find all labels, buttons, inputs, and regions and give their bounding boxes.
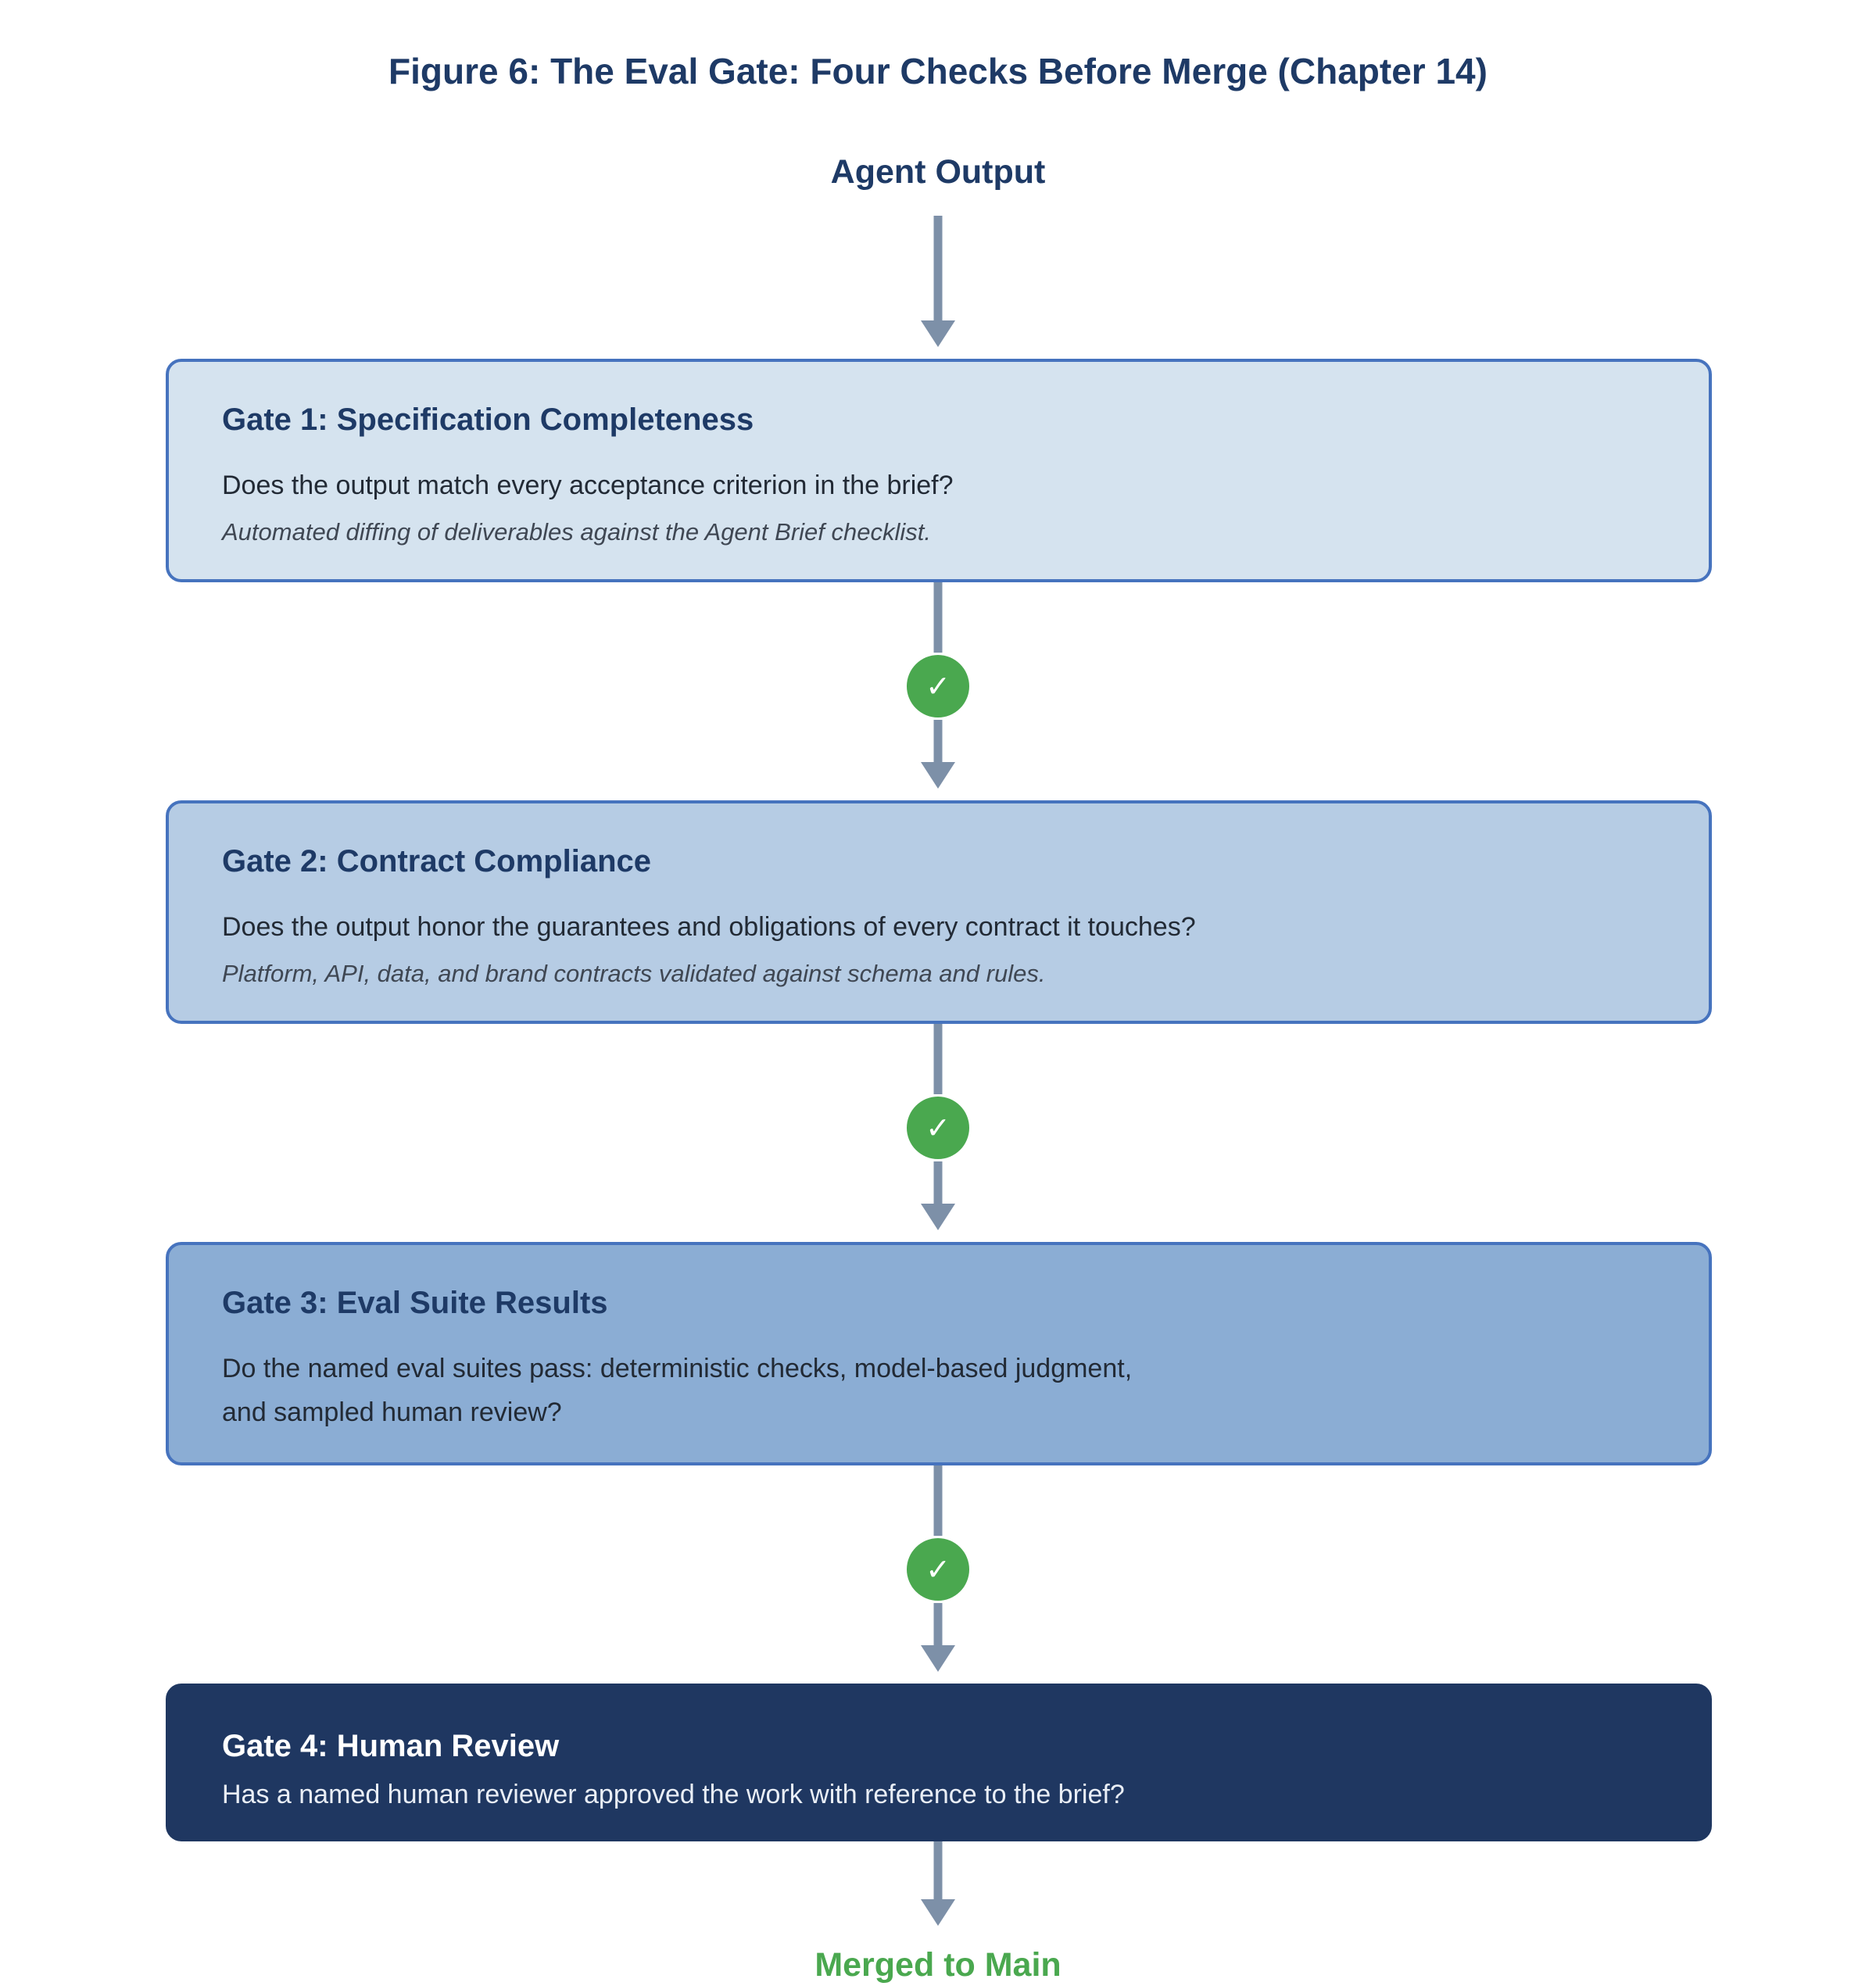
arrow-gate3-to-gate4 [921,1465,955,1672]
gate-title: Gate 3: Eval Suite Results [222,1286,608,1320]
gate-3-eval-suite-results: Gate 3: Eval Suite Results Do the named … [166,1242,1712,1465]
pass-marker-2: ✓ [907,1097,969,1159]
gate-1-specification-completeness: Gate 1: Specification Completeness Does … [166,359,1712,582]
gate-title: Gate 2: Contract Compliance [222,844,652,878]
pass-glyph: ✓ [925,669,951,703]
gate-title: Gate 4: Human Review [222,1729,560,1763]
gate-note: Automated diffing of deliverables agains… [222,518,931,546]
gate-4-human-review: Gate 4: Human Review Has a named human r… [166,1684,1712,1841]
figure-title: Figure 6: The Eval Gate: Four Checks Bef… [388,51,1488,91]
pass-check-icon [907,655,969,717]
arrow-gate1-to-gate2 [921,582,955,789]
gate-question: Does the output honor the guarantees and… [222,912,1196,942]
gate-note: Platform, API, data, and brand contracts… [222,960,1046,987]
pass-marker-1: ✓ [907,655,969,717]
gate-question: Has a named human reviewer approved the … [222,1780,1125,1809]
merged-to-main-label: Merged to Main [814,1946,1062,1984]
gate-question: Does the output match every acceptance c… [222,471,954,500]
arrow-gate4-to-merged [921,1841,955,1926]
pass-check-icon [907,1097,969,1159]
agent-output-label: Agent Output [830,153,1046,191]
pass-marker-3: ✓ [907,1538,969,1601]
gate-2-contract-compliance: Gate 2: Contract Compliance Does the out… [166,800,1712,1024]
gate-question: Do the named eval suites pass: determini… [222,1354,1133,1427]
pass-check-icon [907,1538,969,1601]
gate-title: Gate 1: Specification Completeness [222,403,754,437]
arrow-output-to-gate1 [921,216,955,347]
pass-glyph: ✓ [925,1552,951,1587]
arrow-gate2-to-gate3 [921,1024,955,1230]
pass-glyph: ✓ [925,1111,951,1145]
